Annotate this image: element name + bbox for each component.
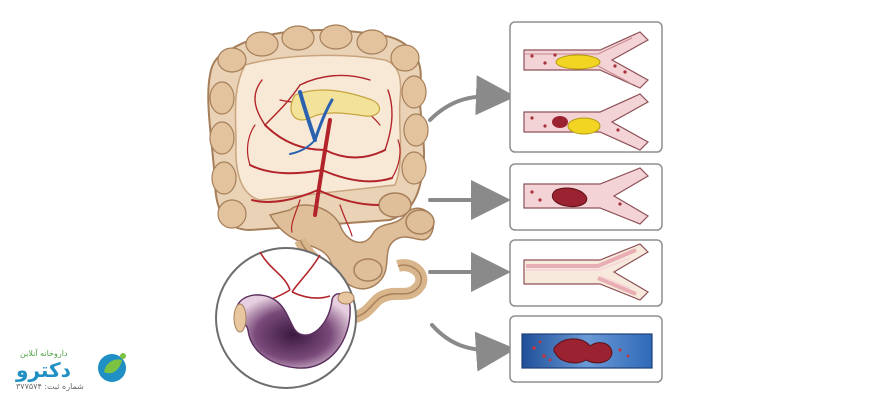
panel-non-occlusive bbox=[509, 239, 663, 307]
portal-vein bbox=[289, 90, 334, 155]
arrow-to-panel-1 bbox=[428, 75, 516, 122]
logo-tagline: داروخانه آنلاین bbox=[20, 349, 68, 358]
panel-venous-thrombosis bbox=[509, 315, 663, 383]
leaf-icon bbox=[98, 353, 126, 382]
panel-arterial-embolus bbox=[509, 21, 663, 153]
logo-name: دکترو bbox=[16, 358, 72, 382]
arrows bbox=[428, 75, 516, 372]
mesenteric-arteries bbox=[246, 74, 401, 237]
arrow-to-panel-4 bbox=[430, 323, 516, 372]
logo-registration: شماره ثبت: ۳۷۷۵۷۴ bbox=[16, 382, 84, 391]
pancreas bbox=[290, 89, 381, 121]
pharmacy-logo: داروخانه آنلاین دکترو شماره ثبت: ۳۷۷۵۷۴ bbox=[14, 346, 134, 394]
panel-arterial-thrombus bbox=[509, 163, 663, 231]
ischemic-loop-inset bbox=[215, 247, 357, 389]
